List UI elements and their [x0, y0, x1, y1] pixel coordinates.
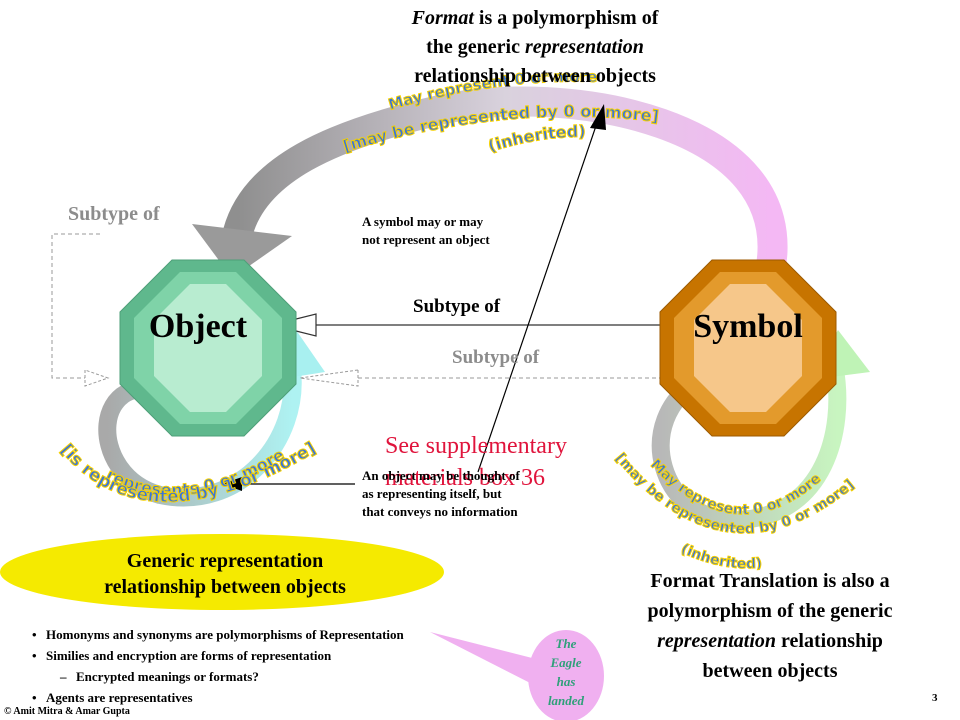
format-translation-note: Format Translation is also a polymorphis…: [590, 566, 950, 686]
object-self-note: An object may be thought of as represent…: [362, 467, 602, 521]
supplementary-reference: See supplementary materials box 36: [385, 430, 635, 494]
symbol-note-line-2: not represent an object: [362, 232, 490, 247]
callout-line-3: has: [556, 674, 576, 689]
bullet-item: Homonyms and synonyms are polymorphisms …: [32, 624, 572, 645]
format-translation-line-2: polymorphism of the generic: [647, 600, 893, 622]
subtype-label-top-left: Subtype of: [68, 203, 160, 225]
title-emphasis-format: Format: [411, 7, 474, 29]
format-translation-line-4: between objects: [702, 660, 838, 682]
symbol-label: Symbol: [693, 308, 803, 345]
object-note-line-3: that conveys no information: [362, 504, 518, 519]
title-emphasis-representation: representation: [524, 36, 644, 58]
symbol-note: A symbol may or may not represent an obj…: [362, 213, 562, 249]
ellipse-label-line-2: relationship between objects: [104, 576, 346, 598]
format-translation-emphasis: representation: [657, 630, 777, 652]
callout-line-4: landed: [547, 693, 585, 708]
supplementary-line-2: materials box 36: [385, 465, 545, 491]
bullet-item: Similies and encryption are forms of rep…: [32, 645, 572, 666]
title-line1-rest: is a polymorphism of: [473, 7, 659, 29]
self-reference-pointer: [222, 477, 355, 491]
title-line3: relationship between objects: [414, 65, 656, 87]
generic-representation-ellipse: [0, 534, 444, 610]
top-arc-arrowhead: [192, 224, 292, 278]
format-polymorphism-title: Format is a polymorphism of the generic …: [340, 4, 730, 91]
dashed-subtype-connector-left: [51, 233, 100, 379]
symbol-node: [659, 259, 837, 437]
bullet-subitem: Encrypted meanings or formats?: [32, 666, 572, 687]
top-arc-label-3: (inherited): [486, 122, 586, 156]
subtype-label-middle: Subtype of: [413, 296, 501, 317]
format-translation-line-3-rest: relationship: [776, 630, 883, 652]
bullet-item: Agents are representatives: [32, 687, 572, 708]
copyright-footer: © Amit Mitra & Amar Gupta: [4, 706, 130, 717]
callout-line-2: Eagle: [550, 655, 582, 670]
top-representation-arc: [192, 86, 788, 278]
bullet-list: Homonyms and synonyms are polymorphisms …: [32, 624, 572, 708]
ellipse-label-line-1: Generic representation: [126, 550, 324, 572]
page-number: 3: [932, 692, 938, 704]
format-translation-line-1: Format Translation is also a: [650, 570, 890, 592]
supplementary-pointer: [477, 104, 606, 473]
object-label: Object: [149, 308, 248, 345]
supplementary-line-1: See supplementary: [385, 433, 567, 459]
object-node: [119, 259, 297, 437]
ellipse-label: Generic representation relationship betw…: [30, 548, 420, 600]
object-note-line-1: An object may be thought of: [362, 468, 520, 483]
eagle-callout-text: The Eagle has landed: [535, 634, 597, 710]
symbol-note-line-1: A symbol may or may: [362, 214, 484, 229]
callout-line-1: The: [555, 636, 577, 651]
object-note-line-2: as representing itself, but: [362, 486, 502, 501]
subtype-label-lower: Subtype of: [452, 347, 540, 368]
title-line2-pre: the generic: [426, 36, 525, 58]
